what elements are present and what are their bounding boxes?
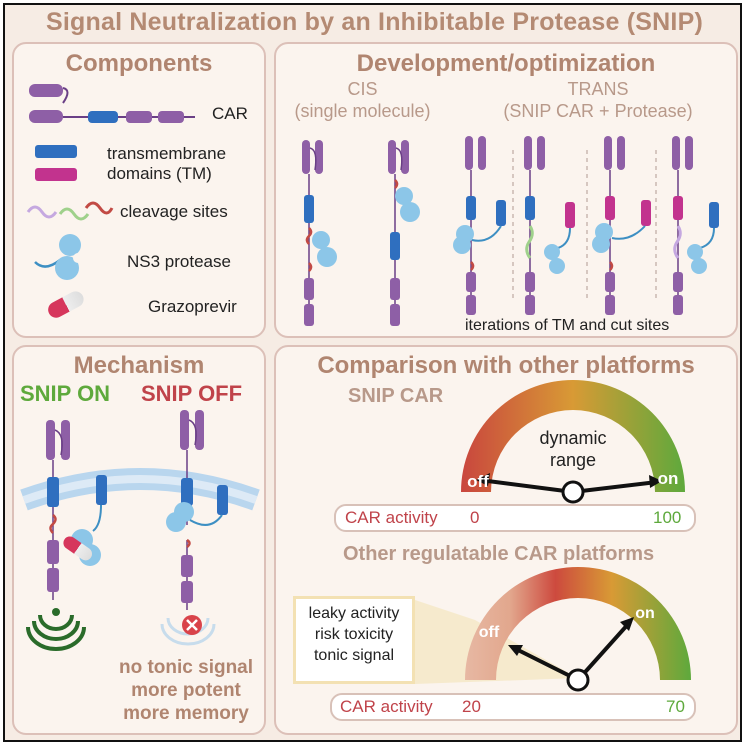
gauge1-center-1: dynamic	[539, 428, 606, 448]
trans-label: TRANS (SNIP CAR + Protease)	[503, 79, 693, 121]
cis-construct-1	[302, 140, 337, 326]
cis-label: CIS (single molecule)	[294, 79, 431, 121]
ns3-protease-icon	[34, 234, 83, 280]
figure-title: Signal Neutralization by an Inhibitable …	[46, 8, 703, 36]
snip-on-car	[46, 420, 107, 600]
gauge1-off-label: off	[467, 472, 489, 491]
activity-bar-other	[330, 693, 696, 721]
legend-ns3-label: NS3 protease	[127, 252, 231, 271]
cleavage-legend-icon	[26, 201, 114, 221]
trans-construct-1	[453, 136, 506, 315]
snip-off-car	[166, 410, 228, 610]
trans-construct-4	[672, 136, 719, 315]
legend-grazoprevir-label: Grazoprevir	[148, 297, 237, 316]
comparison-title: Comparison with other platforms	[317, 352, 695, 379]
gauge1-center-2: range	[550, 450, 596, 470]
trans-construct-2	[524, 136, 575, 315]
snip-on-label: SNIP ON	[20, 381, 111, 406]
legend-cleavage-label: cleavage sites	[120, 202, 228, 221]
car-legend-icon	[29, 84, 195, 123]
activity-bar-snip	[334, 504, 696, 532]
gauge-snip	[461, 380, 685, 504]
components-title: Components	[65, 50, 213, 77]
tm-legend-icon	[35, 145, 77, 181]
legend-tm-label-1: transmembrane	[107, 144, 227, 163]
bar2-low: 20	[462, 697, 481, 716]
mechanism-title: Mechanism	[73, 352, 205, 379]
legend-tm-label-2: domains (TM)	[107, 164, 212, 183]
bar2-label: CAR activity	[340, 697, 433, 716]
callout-box: leaky activity risk toxicity tonic signa…	[293, 596, 415, 684]
gauge-other	[465, 567, 691, 692]
trans-construct-3	[592, 136, 651, 315]
grazoprevir-pill-icon	[48, 291, 84, 318]
gauge1-on-label: on	[658, 469, 679, 488]
gauge2-on-label: on	[635, 605, 655, 622]
no-signal-icon	[160, 615, 216, 646]
development-title: Development/optimization	[356, 50, 656, 77]
development-panel	[274, 42, 738, 338]
bar1-high: 100	[653, 508, 682, 527]
snip-car-label: SNIP CAR	[348, 385, 444, 407]
gauge2-off-label: off	[479, 624, 500, 641]
signal-waves-icon	[26, 608, 86, 651]
cis-construct-2	[388, 140, 420, 326]
bar1-low: 0	[470, 508, 480, 527]
mechanism-note: no tonic signal more potent more memory	[118, 657, 254, 724]
iterations-label: iterations of TM and cut sites	[465, 317, 670, 334]
components-panel	[12, 42, 266, 338]
legend-car-label: CAR	[212, 104, 248, 123]
other-platforms-label: Other regulatable CAR platforms	[343, 543, 655, 565]
snip-off-label: SNIP OFF	[141, 381, 243, 406]
bar2-high: 70	[666, 697, 685, 716]
bar1-label: CAR activity	[345, 508, 438, 527]
